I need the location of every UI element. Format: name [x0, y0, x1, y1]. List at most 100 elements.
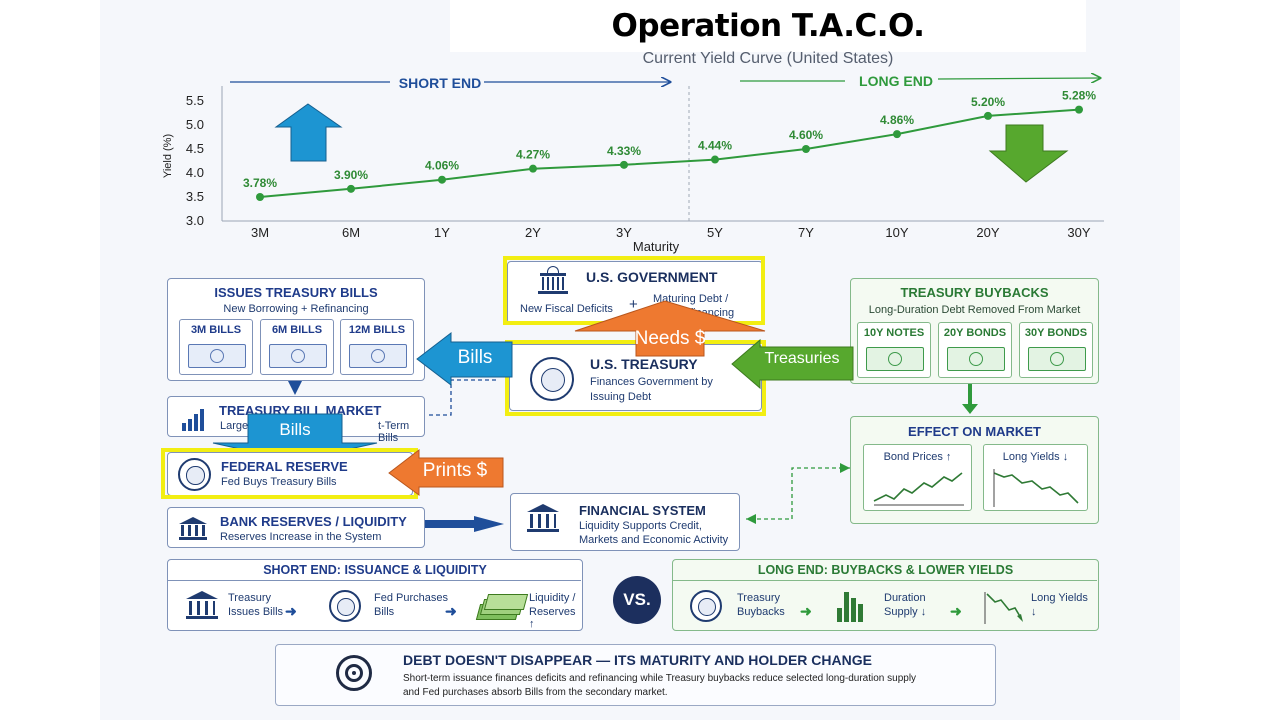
govt-left-text: New Fiscal Deficits [520, 303, 613, 315]
long-end-line-right [937, 78, 1100, 79]
long-end-label: LONG END [859, 73, 933, 89]
y-ticks: 3.03.54.04.55.05.5 [186, 93, 204, 228]
yield-curve-chart: SHORT END LONG END 3.03.54.04.55.05.5 3M… [162, 62, 1104, 254]
financial-title: FINANCIAL SYSTEM [579, 503, 706, 518]
treasury-title: U.S. TREASURY [590, 356, 698, 372]
needs-money-label: Needs $ [634, 328, 706, 349]
bank-title: BANK RESERVES / LIQUIDITY [220, 514, 407, 529]
short-end-panel: SHORT END: ISSUANCE & LIQUIDITY Treasury… [167, 559, 583, 631]
yield-point [802, 145, 810, 153]
short-fed-seal-icon [329, 590, 361, 622]
financial-text-2: Markets and Economic Activity [579, 534, 729, 546]
needs-money-arrow [574, 300, 766, 357]
long-end-down-arrow [988, 124, 1069, 183]
govt-right-text-1: Maturing Debt / [653, 293, 729, 305]
long-step2-line1: Duration [884, 592, 926, 604]
effect-on-market-box: EFFECT ON MARKET Bond Prices ↑ Long Yiel… [850, 416, 1099, 524]
yield-data-label: 4.33% [607, 144, 641, 158]
financial-system-box: FINANCIAL SYSTEM Liquidity Supports Cred… [510, 493, 740, 551]
fed-seal-icon [178, 458, 211, 491]
target-icon [336, 655, 372, 691]
yield-point [711, 155, 719, 164]
x-tick-label: 30Y [1067, 225, 1090, 240]
x-tick-label: 3M [251, 225, 269, 240]
chart-title: Current Yield Curve (United States) [642, 50, 894, 67]
bond-prices-panel: Bond Prices ↑ [863, 444, 972, 511]
bills-left-arrow [416, 331, 513, 387]
summary-box: DEBT DOESN'T DISAPPEAR — ITS MATURITY AN… [275, 644, 996, 706]
bill-3m: 3M BILLS [179, 319, 253, 375]
yield-points [256, 105, 1083, 201]
govt-plus: + [629, 296, 638, 313]
short-panel-title: SHORT END: ISSUANCE & LIQUIDITY [263, 563, 487, 577]
us-treasury-box: U.S. TREASURY Finances Government by Iss… [509, 344, 762, 411]
summary-line-1: Short-term issuance finances deficits an… [403, 673, 917, 684]
bill-6m: 6M BILLS [260, 319, 334, 375]
fed-subtitle: Fed Buys Treasury Bills [221, 476, 337, 488]
bill-6m-label: 6M BILLS [271, 324, 323, 336]
dashed-effect-head-left [746, 514, 756, 524]
treasury-seal-icon [530, 357, 574, 401]
bill-3m-note-icon [188, 344, 246, 368]
bar-chart-icon [182, 409, 204, 431]
y-tick-label: 5.0 [186, 117, 204, 132]
arrow-buyback-to-effect-head [962, 404, 978, 414]
cash-stack-icon [475, 594, 529, 622]
long-panel-divider [673, 580, 1097, 581]
treasury-text-2: Issuing Debt [590, 391, 652, 403]
bills-down-label: Bills [279, 420, 311, 439]
bill-market-sub-right: t-Term Bills [378, 420, 410, 444]
long-treasury-seal-icon [690, 590, 722, 622]
short-panel-divider [168, 580, 581, 581]
short-arrow-2: ➜ [445, 603, 457, 619]
treasury-building-icon [186, 591, 218, 621]
yield-data-label: 5.28% [1062, 89, 1096, 103]
short-step1-line1: Treasury [228, 592, 271, 604]
arrow-bank-to-financial-head [474, 516, 504, 532]
x-tick-label: 7Y [798, 225, 814, 240]
y-axis-label: Yield (%) [162, 134, 174, 178]
short-step3-line2: Reserves ↑ [529, 606, 576, 630]
bills-left-label: Bills [457, 347, 493, 368]
bank-subtitle: Reserves Increase in the System [220, 531, 382, 543]
bond-prices-up-icon [873, 472, 964, 506]
effect-title: EFFECT ON MARKET [908, 424, 1041, 439]
yield-point [893, 130, 901, 139]
long-yields-down-icon [993, 469, 1079, 507]
yield-data-label: 3.78% [243, 176, 277, 190]
yield-point [256, 193, 264, 201]
summary-title: DEBT DOESN'T DISAPPEAR — ITS MATURITY AN… [403, 652, 872, 668]
bond-10y: 10Y NOTES [857, 322, 931, 378]
buybacks-title: TREASURY BUYBACKS [900, 285, 1049, 300]
bond-20y: 20Y BONDS [938, 322, 1012, 378]
dashed-effect-head-right [840, 463, 850, 473]
bank-reserves-box: BANK RESERVES / LIQUIDITY Reserves Incre… [167, 507, 425, 548]
yield-data-label: 4.44% [698, 139, 732, 153]
x-tick-label: 2Y [525, 225, 541, 240]
bill-6m-note-icon [269, 344, 327, 368]
yield-data-label: 5.20% [971, 95, 1005, 109]
long-panel-title: LONG END: BUYBACKS & LOWER YIELDS [757, 563, 1014, 577]
yield-point [620, 160, 628, 169]
bill-12m-note-icon [349, 344, 407, 368]
yield-data-label: 4.60% [789, 128, 823, 142]
x-tick-label: 20Y [976, 225, 999, 240]
long-yields-label: Long Yields ↓ [1002, 451, 1069, 463]
bond-30y: 30Y BONDS [1019, 322, 1093, 378]
yields-down-icon [984, 592, 1023, 624]
dashed-effect-to-financial [746, 467, 850, 520]
long-arrow-1: ➜ [800, 603, 812, 619]
long-yields-panel: Long Yields ↓ [983, 444, 1088, 511]
fed-title: FEDERAL RESERVE [221, 459, 348, 474]
yield-point [529, 164, 537, 173]
yield-data-label: 3.90% [334, 168, 368, 182]
connectors [284, 374, 978, 532]
page-title: Operation T.A.C.O. [611, 8, 925, 44]
short-step3-line1: Liquidity / [529, 592, 576, 604]
vs-badge: VS. [613, 576, 661, 624]
yield-data-label: 4.86% [880, 113, 914, 127]
y-tick-label: 5.5 [186, 93, 204, 108]
prints-money-label: Prints $ [422, 460, 488, 481]
long-step1-line1: Treasury [737, 592, 780, 604]
